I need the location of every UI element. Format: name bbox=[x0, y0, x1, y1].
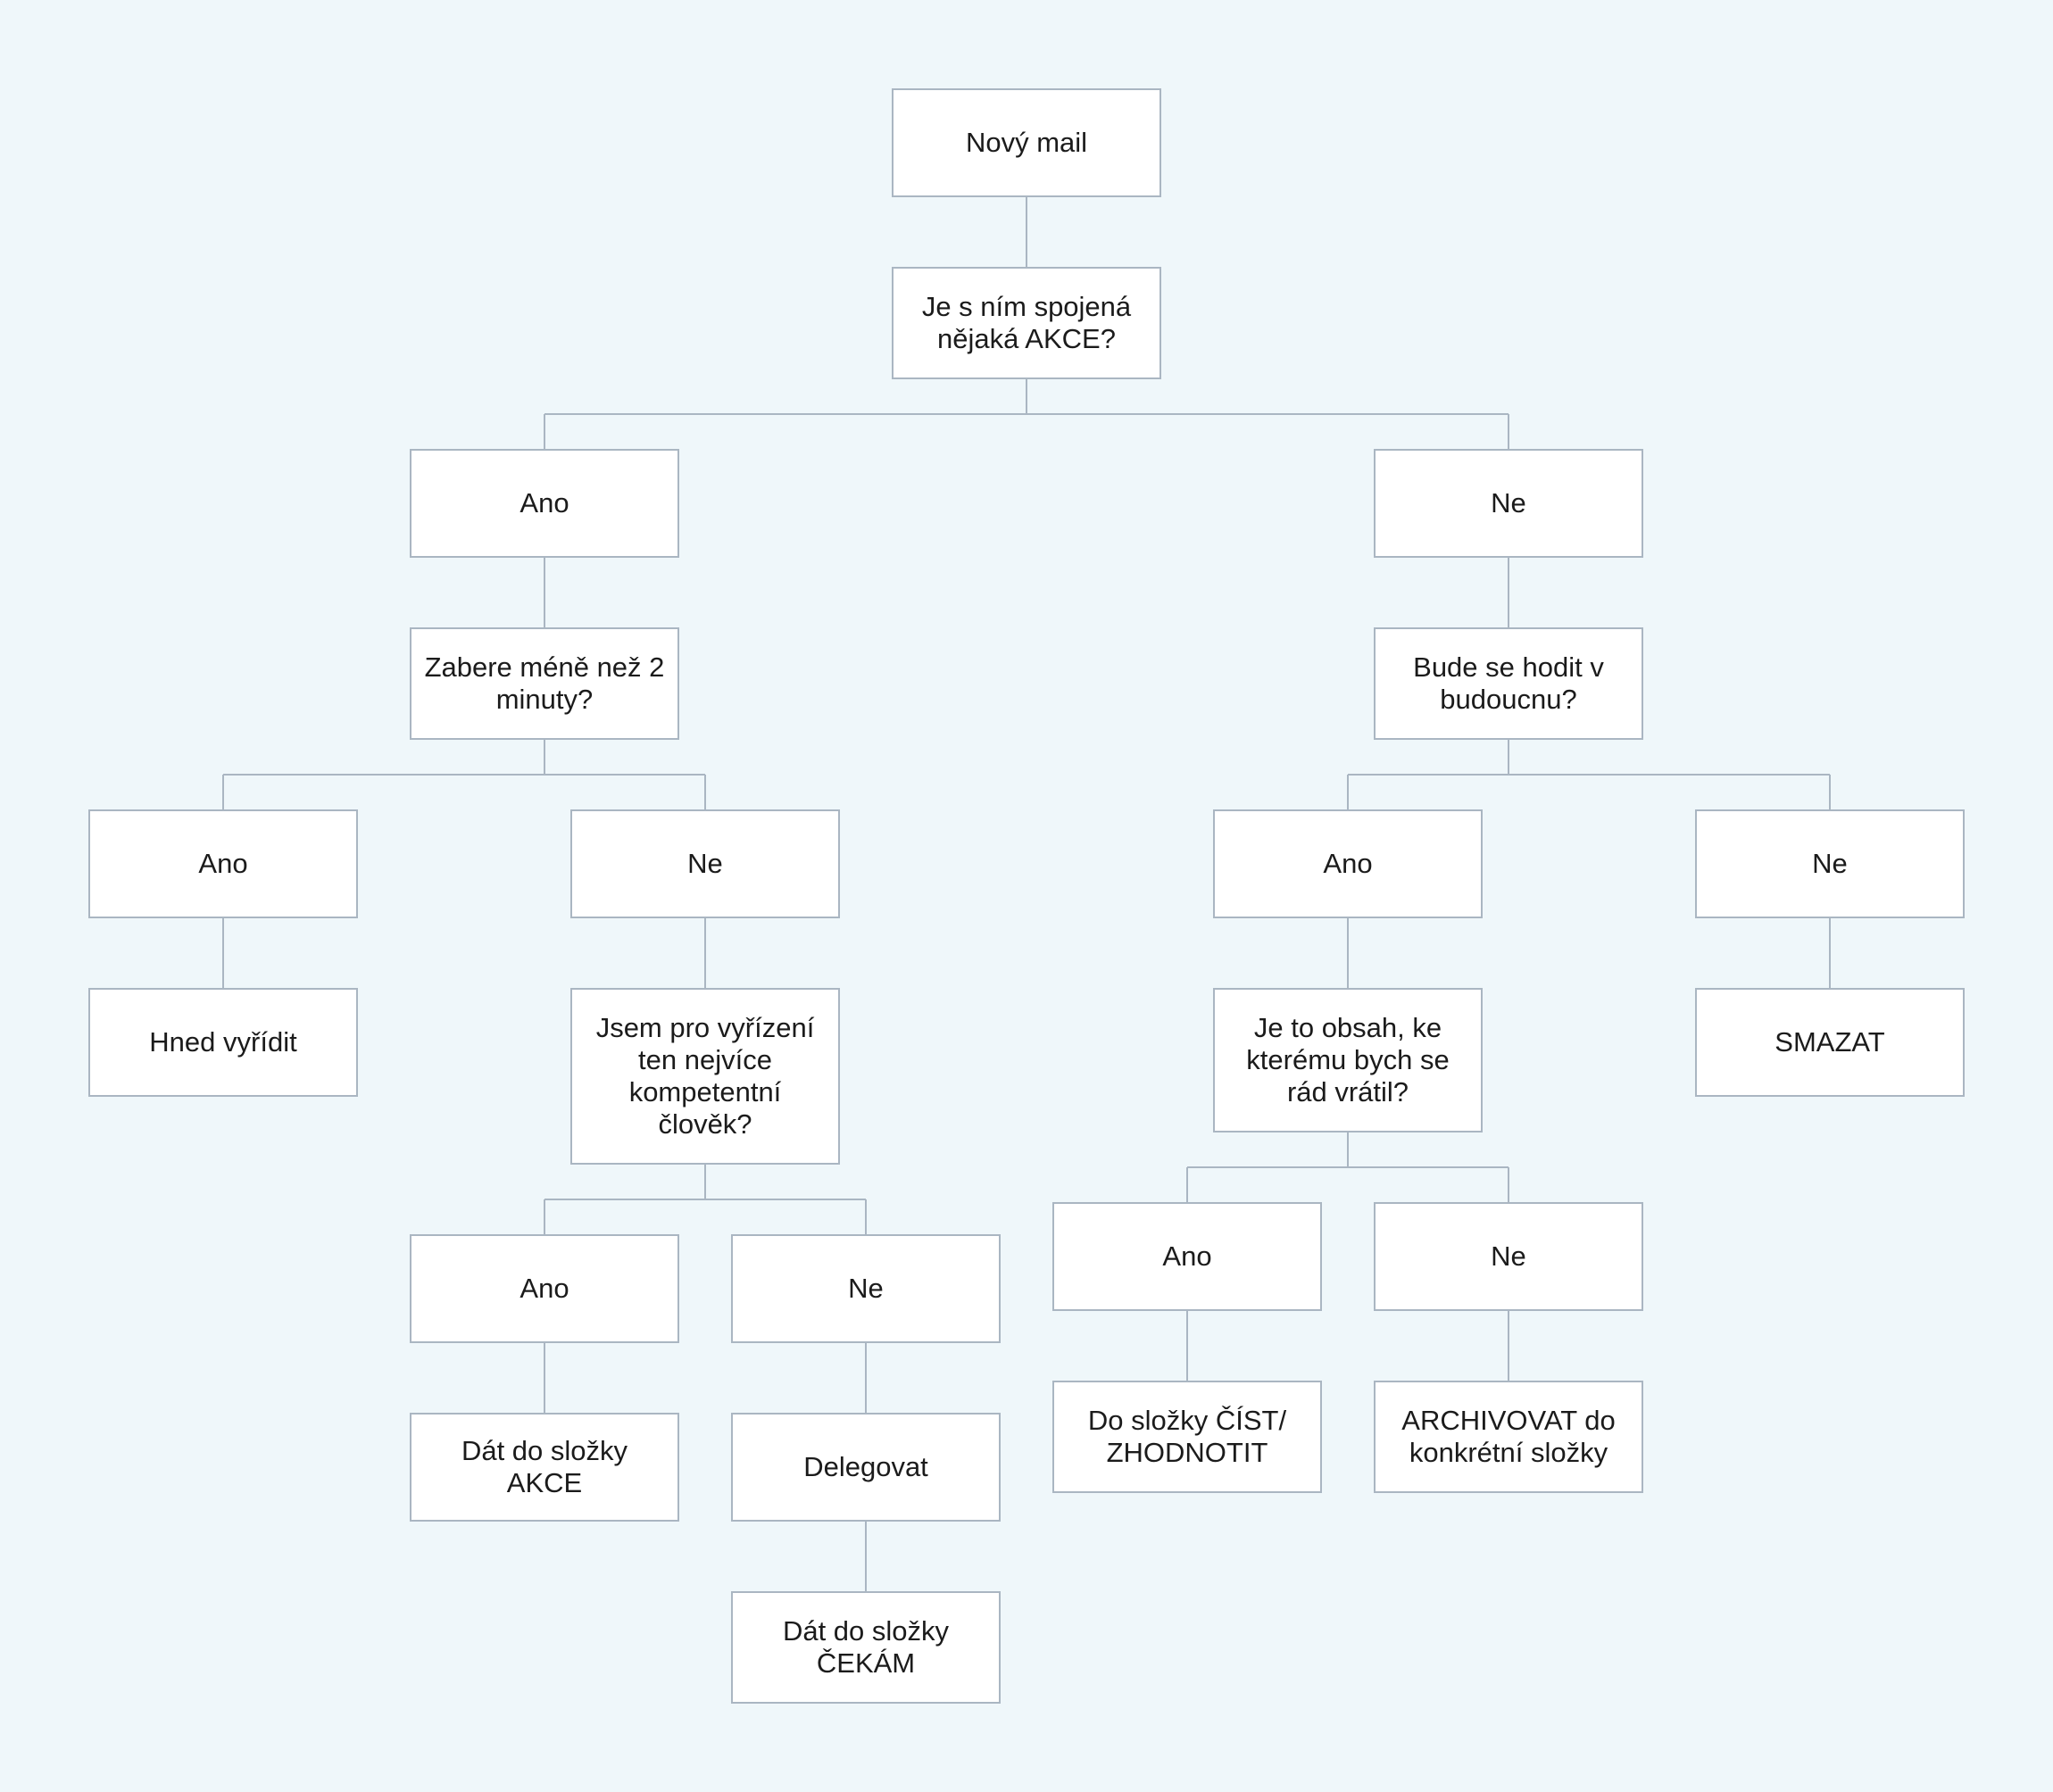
node-return-no: Ne bbox=[1374, 1202, 1643, 1311]
node-archive: ARCHIVOVAT do konkrétní složky bbox=[1374, 1381, 1643, 1493]
node-return-yes: Ano bbox=[1052, 1202, 1322, 1311]
node-question-two-minutes: Zabere méně než 2 minuty? bbox=[410, 627, 679, 740]
node-do-now: Hned vyřídit bbox=[88, 988, 358, 1097]
node-question-competent: Jsem pro vyřízení ten nejvíce kompetentn… bbox=[570, 988, 840, 1165]
node-two-minutes-no: Ne bbox=[570, 809, 840, 918]
node-delete: SMAZAT bbox=[1695, 988, 1965, 1097]
node-future-yes: Ano bbox=[1213, 809, 1483, 918]
node-competent-yes: Ano bbox=[410, 1234, 679, 1343]
node-action-yes: Ano bbox=[410, 449, 679, 558]
node-two-minutes-yes: Ano bbox=[88, 809, 358, 918]
node-delegate: Delegovat bbox=[731, 1413, 1001, 1522]
node-question-action: Je s ním spojená nějaká AKCE? bbox=[892, 267, 1161, 379]
node-question-return: Je to obsah, ke kterému bych se rád vrát… bbox=[1213, 988, 1483, 1132]
node-folder-action: Dát do složky AKCE bbox=[410, 1413, 679, 1522]
node-future-no: Ne bbox=[1695, 809, 1965, 918]
node-folder-wait: Dát do složky ČEKÁM bbox=[731, 1591, 1001, 1704]
node-action-no: Ne bbox=[1374, 449, 1643, 558]
node-question-future: Bude se hodit v budoucnu? bbox=[1374, 627, 1643, 740]
node-competent-no: Ne bbox=[731, 1234, 1001, 1343]
node-folder-read: Do složky ČÍST/ ZHODNOTIT bbox=[1052, 1381, 1322, 1493]
node-new-mail: Nový mail bbox=[892, 88, 1161, 197]
